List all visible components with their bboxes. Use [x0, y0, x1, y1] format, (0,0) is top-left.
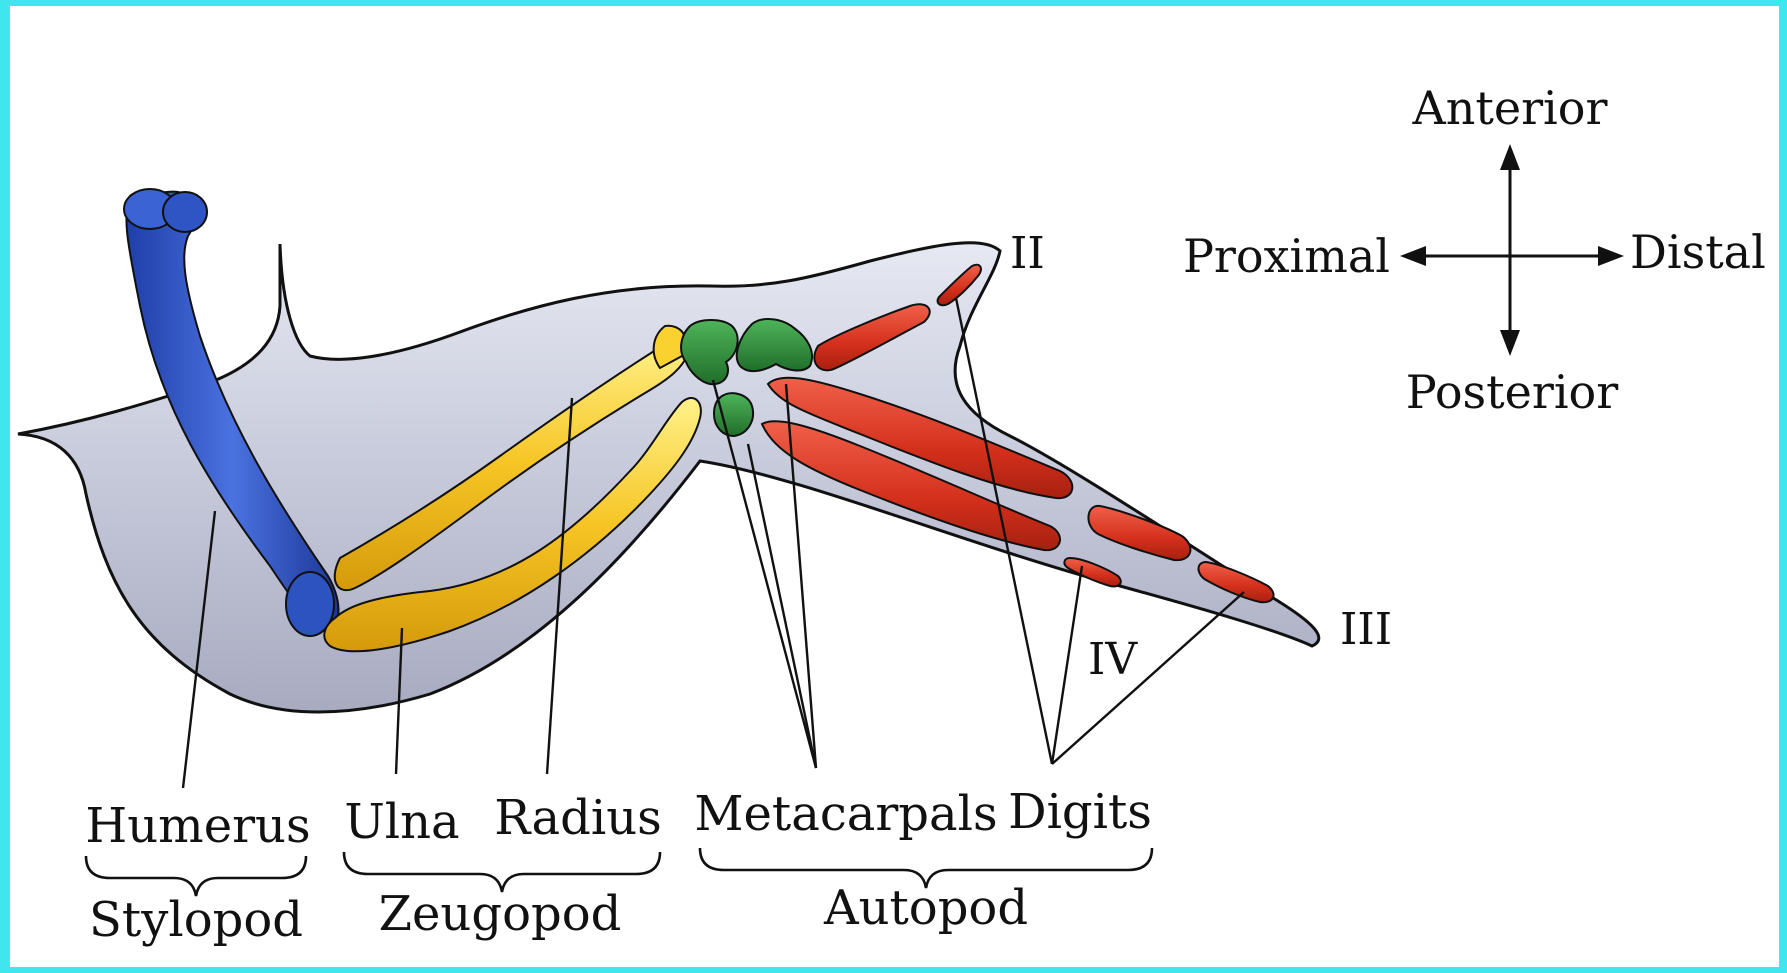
orientation-compass	[1400, 144, 1624, 356]
radius-label: Radius	[494, 790, 661, 846]
stylopod-brace	[86, 856, 306, 896]
anterior-arrowhead	[1500, 144, 1520, 170]
proximal-label: Proximal	[1183, 229, 1390, 283]
digit-three-leader	[1052, 592, 1244, 764]
anterior-label: Anterior	[1412, 81, 1608, 135]
posterior-label: Posterior	[1406, 365, 1618, 419]
humerus-label: Humerus	[85, 798, 310, 854]
ulna-label: Ulna	[344, 794, 459, 850]
metacarpal-leader-2	[748, 444, 816, 768]
digit-two-label: II	[1010, 228, 1045, 279]
zeugopod-label: Zeugopod	[379, 886, 622, 942]
digit-four-leader	[1052, 566, 1082, 764]
proximal-arrowhead	[1400, 246, 1426, 266]
metacarpals-label: Metacarpals	[694, 786, 997, 842]
posterior-arrowhead	[1500, 330, 1520, 356]
digits-label: Digits	[1008, 784, 1152, 840]
distal-arrowhead	[1598, 246, 1624, 266]
digit-three-label: III	[1340, 604, 1392, 655]
autopod-label: Autopod	[823, 880, 1028, 936]
stylopod-label: Stylopod	[89, 892, 303, 948]
digit-four-label: IV	[1088, 634, 1138, 685]
distal-label: Distal	[1630, 225, 1766, 279]
limb-diagram: Anterior Posterior Proximal Distal II II…	[10, 6, 1787, 973]
